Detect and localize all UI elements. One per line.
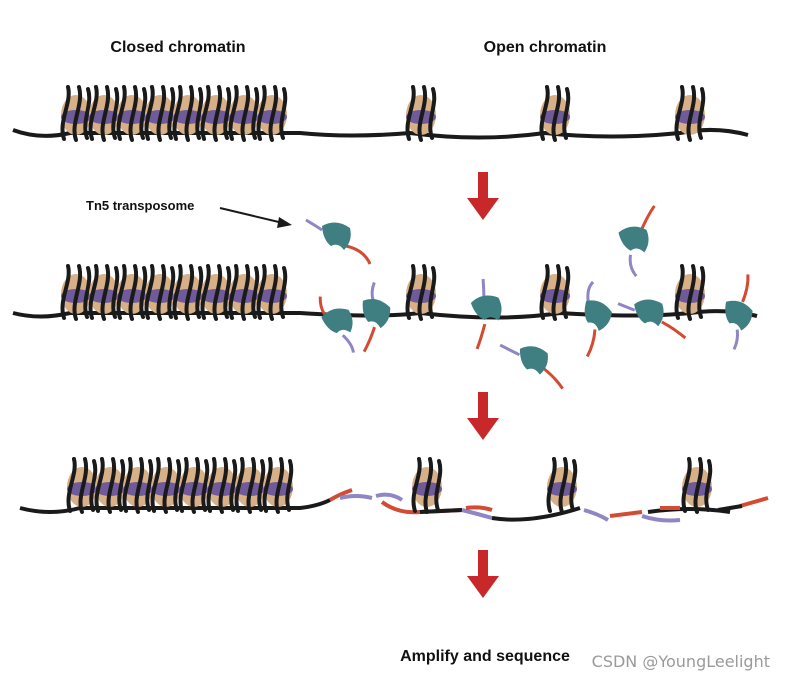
arrow-down-icon [467, 550, 499, 598]
tn5-transposome-label: Tn5 transposome [86, 198, 194, 213]
open-chromatin-label: Open chromatin [484, 39, 607, 56]
chromatin-row-3 [19, 457, 769, 523]
arrow-down-icon [467, 172, 499, 220]
arrow-down-icon [467, 392, 499, 440]
nucleosome-icon [59, 85, 707, 142]
amplify-sequence-label: Amplify and sequence [400, 648, 570, 665]
watermark: CSDN @YoungLeelight [592, 652, 770, 671]
nucleosome-icon [65, 457, 714, 514]
closed-chromatin-label: Closed chromatin [110, 39, 245, 56]
dna-strand [19, 498, 331, 514]
pointer-arrow [219, 207, 292, 228]
dna-fragments [328, 488, 769, 523]
chromatin-row-1 [12, 85, 749, 142]
tn5-transposome-icon [318, 205, 755, 390]
tn5-transposome-icon [305, 218, 372, 265]
chromatin-row-2 [12, 205, 758, 390]
